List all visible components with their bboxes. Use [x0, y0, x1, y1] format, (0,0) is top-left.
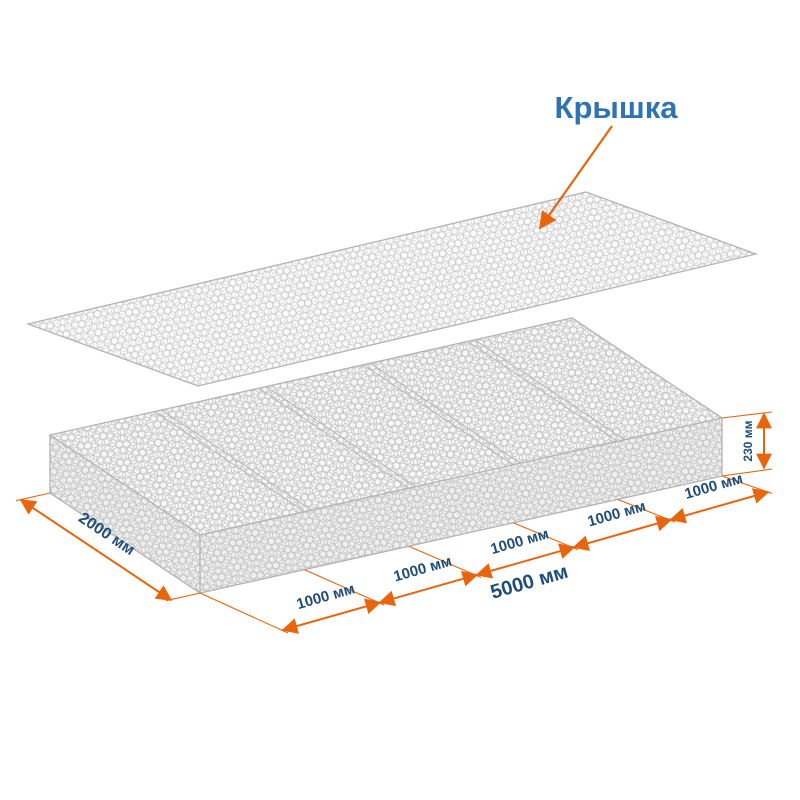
- divider-3-edge: [362, 364, 514, 466]
- lid-callout: Крышка: [538, 90, 679, 230]
- divider-2-edge: [258, 387, 410, 489]
- divider-4-edge-b: [474, 339, 625, 441]
- basket-front-face-mesh-2: [200, 418, 722, 593]
- divider-walls: [154, 339, 625, 513]
- segment-line-2: [378, 571, 479, 607]
- basket-top-mesh-2: [50, 318, 722, 535]
- lid-outline: [25, 191, 759, 387]
- width-ext-top: [15, 492, 51, 502]
- lid-mesh-texture-2: [28, 192, 756, 386]
- width-line: [19, 499, 173, 601]
- segment-line-5: [669, 488, 770, 524]
- segment-label-2: 1000 мм: [392, 553, 454, 586]
- height-dimension: 230 мм: [721, 411, 773, 477]
- lid-leader-arrow: [538, 125, 613, 230]
- segment-line-4: [572, 515, 673, 551]
- segment-label-3: 1000 мм: [489, 525, 551, 558]
- height-ext-bottom: [721, 468, 773, 477]
- divider-1-edge-b: [161, 409, 312, 511]
- divider-1-edge: [154, 411, 305, 513]
- lid-label: Крышка: [555, 90, 679, 125]
- segment-label-1: 1000 мм: [295, 580, 357, 613]
- lid-mesh-panel: [25, 191, 759, 387]
- divider-4-edge: [467, 340, 618, 442]
- height-label: 230 мм: [741, 420, 755, 461]
- divider-2-edge-b: [265, 386, 417, 488]
- segment-line-1: [281, 598, 382, 634]
- length-ext-0: [199, 592, 289, 634]
- gabion-basket: [48, 317, 724, 594]
- divider-3-edge-b: [369, 362, 521, 464]
- segment-line-3: [475, 543, 576, 579]
